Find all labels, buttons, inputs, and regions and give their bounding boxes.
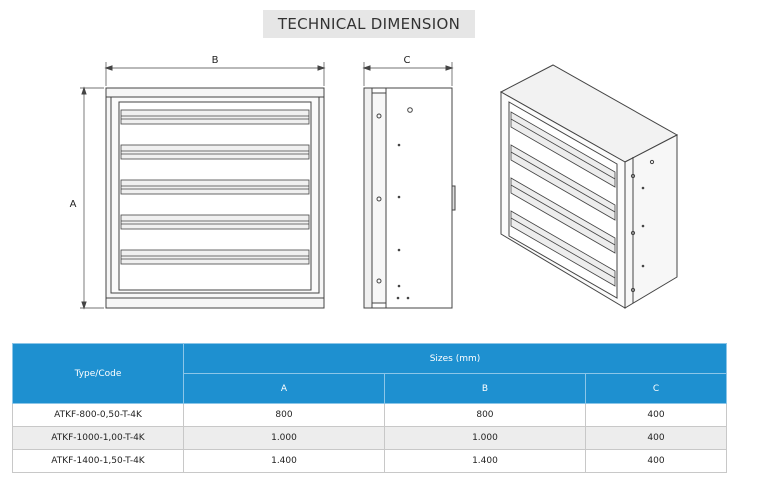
size-b-cell: 1.400 [383, 449, 586, 473]
isometric-view-drawing [499, 64, 679, 309]
table-row: ATKF-800-0,50-T-4K 800 800 400 [12, 403, 728, 427]
size-b-cell: 1.000 [383, 426, 586, 450]
dimension-label-b: B [212, 55, 219, 66]
technical-drawings: B A C [70, 55, 679, 310]
sizes-header: Sizes (mm) [183, 343, 727, 374]
column-header-a: A [183, 373, 385, 404]
type-code-cell: ATKF-1000-1,00-T-4K [12, 426, 184, 450]
dimension-table: Type/Code Sizes (mm) A B C ATKF-800-0,50… [12, 343, 728, 473]
size-c-cell: 400 [584, 403, 728, 427]
front-view-drawing [80, 62, 326, 310]
size-b-cell: 800 [383, 403, 586, 427]
table-row: ATKF-1400-1,50-T-4K 1.400 1.400 400 [12, 449, 728, 473]
type-code-header: Type/Code [12, 343, 184, 404]
column-header-b: B [383, 373, 586, 404]
dimension-label-a: A [70, 199, 77, 210]
dimension-label-c: C [404, 55, 411, 66]
size-c-cell: 400 [584, 426, 728, 450]
side-view-drawing [362, 62, 456, 309]
type-code-cell: ATKF-800-0,50-T-4K [12, 403, 184, 427]
table-row: ATKF-1000-1,00-T-4K 1.000 1.000 400 [12, 426, 728, 450]
type-code-cell: ATKF-1400-1,50-T-4K [12, 449, 184, 473]
section-title: TECHNICAL DIMENSION [263, 10, 475, 38]
size-a-cell: 1.400 [183, 449, 385, 473]
size-a-cell: 800 [183, 403, 385, 427]
column-header-c: C [584, 373, 728, 404]
section-title-text: TECHNICAL DIMENSION [277, 15, 461, 33]
size-c-cell: 400 [584, 449, 728, 473]
size-a-cell: 1.000 [183, 426, 385, 450]
